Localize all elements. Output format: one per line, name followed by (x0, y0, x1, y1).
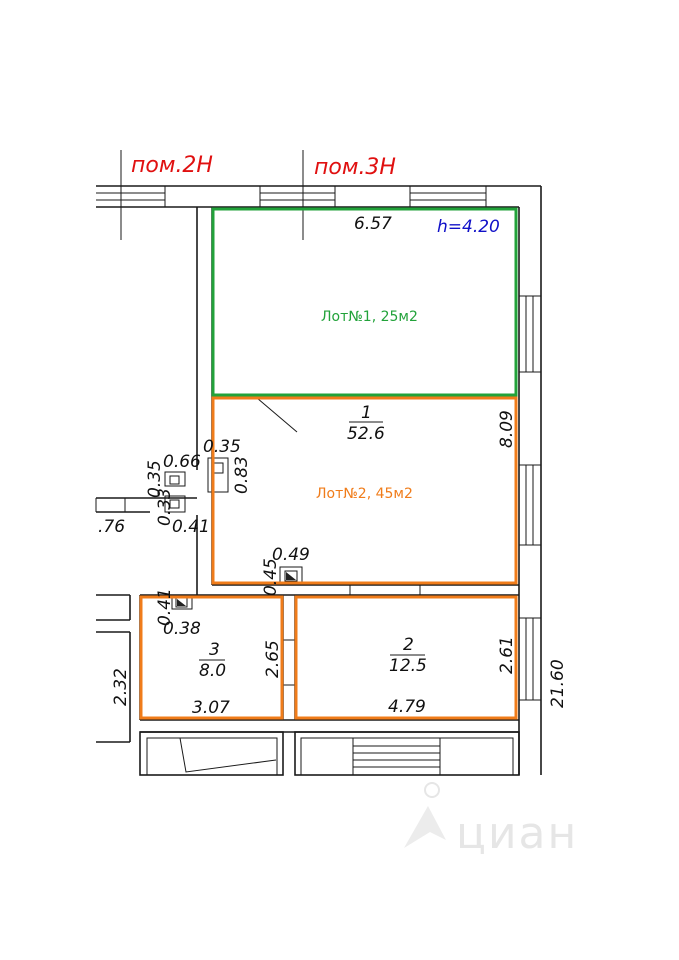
room2-outline (294, 595, 518, 720)
dim-col-c-2: 0.49 (272, 545, 310, 565)
room1-area: 52.6 (347, 424, 385, 444)
dim-col-a-2: 0.83 (232, 456, 252, 494)
room3-outline (139, 595, 284, 720)
dim-col-b-4: 0.41 (172, 517, 210, 537)
room3-number: 3 (209, 640, 220, 660)
dim-col-b-1: 0.35 (145, 460, 165, 498)
dim-col-d-1: 0.41 (155, 588, 175, 626)
column-b2 (164, 495, 186, 513)
column-b (164, 471, 186, 487)
premise-label-2n: пом.2Н (131, 153, 213, 178)
dim-top-width: 6.57 (354, 214, 392, 234)
columns (164, 457, 303, 610)
column-a (207, 457, 229, 493)
column-c (279, 566, 303, 586)
dim-col-b-3: 0.33 (155, 488, 175, 526)
dim-total-height: 21.60 (548, 659, 568, 708)
dim-col-b-2: 0.66 (163, 452, 201, 472)
dim-col-c-1: 0.45 (261, 558, 281, 596)
lot1-label: Лот№1, 25м2 (321, 309, 418, 325)
dim-room2-width: 4.79 (388, 697, 426, 717)
watermark-logo: циан (404, 782, 578, 859)
dim-room2-height: 2.61 (497, 636, 517, 674)
room3-area: 8.0 (199, 661, 226, 681)
room2-number: 2 (403, 635, 414, 655)
lot2-label: Лот№2, 45м2 (316, 486, 413, 502)
room1-number: 1 (361, 403, 372, 423)
top-wall (96, 185, 541, 208)
dim-left-cut: .76 (98, 517, 125, 537)
dim-left-height: 2.32 (111, 668, 131, 706)
dim-room3-width: 3.07 (192, 698, 230, 718)
premise-label-3n: пом.3Н (314, 155, 396, 180)
column-d (171, 594, 193, 610)
ceiling-height: h=4.20 (437, 217, 500, 237)
dim-room3-height: 2.65 (263, 640, 283, 678)
door-swing (256, 397, 298, 433)
lot1-outline (211, 207, 518, 397)
lower-area (139, 731, 520, 776)
dim-room1-height: 8.09 (497, 410, 517, 448)
watermark-text: циан (456, 808, 578, 859)
right-wall (518, 186, 542, 775)
dim-col-a-1: 0.35 (203, 437, 241, 457)
dim-col-d-2: 0.38 (163, 619, 201, 639)
lot2-outline (211, 396, 518, 585)
room2-area: 12.5 (389, 656, 427, 676)
